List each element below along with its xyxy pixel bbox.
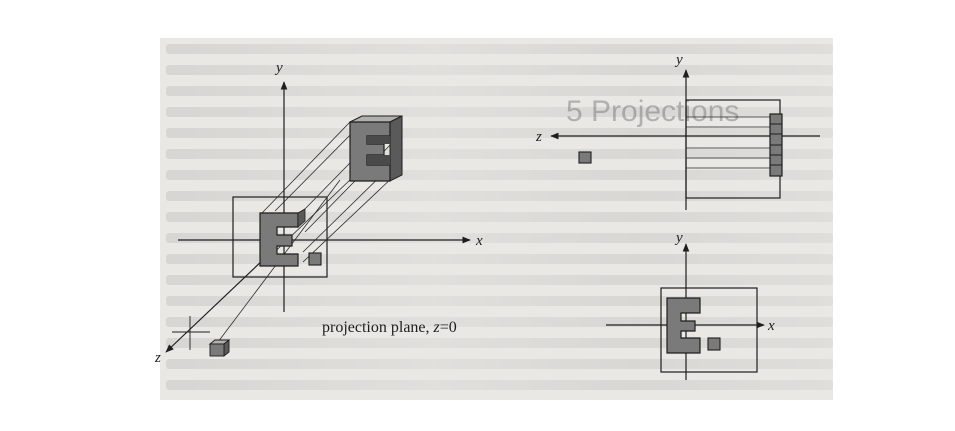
side-z-axis-label: z [535,129,542,145]
y-axis-label: y [274,60,283,76]
projection-plane [232,196,328,278]
projected-letter-e [259,208,322,267]
side-view: y z [535,52,820,210]
side-small-cube [578,151,592,164]
letter-e-3d [349,115,403,182]
front-view: y x [606,230,775,380]
front-view-plane [660,287,758,373]
projected-small-cube [308,252,322,266]
front-small-cube [707,337,721,351]
side-letter-e [769,113,783,177]
projection-plane-caption: projection plane, z=0 [322,319,457,336]
z-axis-label: z [154,350,161,366]
oblique-view: y x z projection plane, z=0 [154,60,483,366]
small-cube [208,339,231,357]
side-projector-lines [686,116,770,169]
front-x-axis-label: x [767,318,775,334]
side-y-axis-label: y [674,52,683,68]
bleed-through-text [160,38,833,400]
front-y-axis-label: y [674,230,683,246]
x-axis-label: x [475,233,483,249]
front-letter-e [666,297,701,354]
